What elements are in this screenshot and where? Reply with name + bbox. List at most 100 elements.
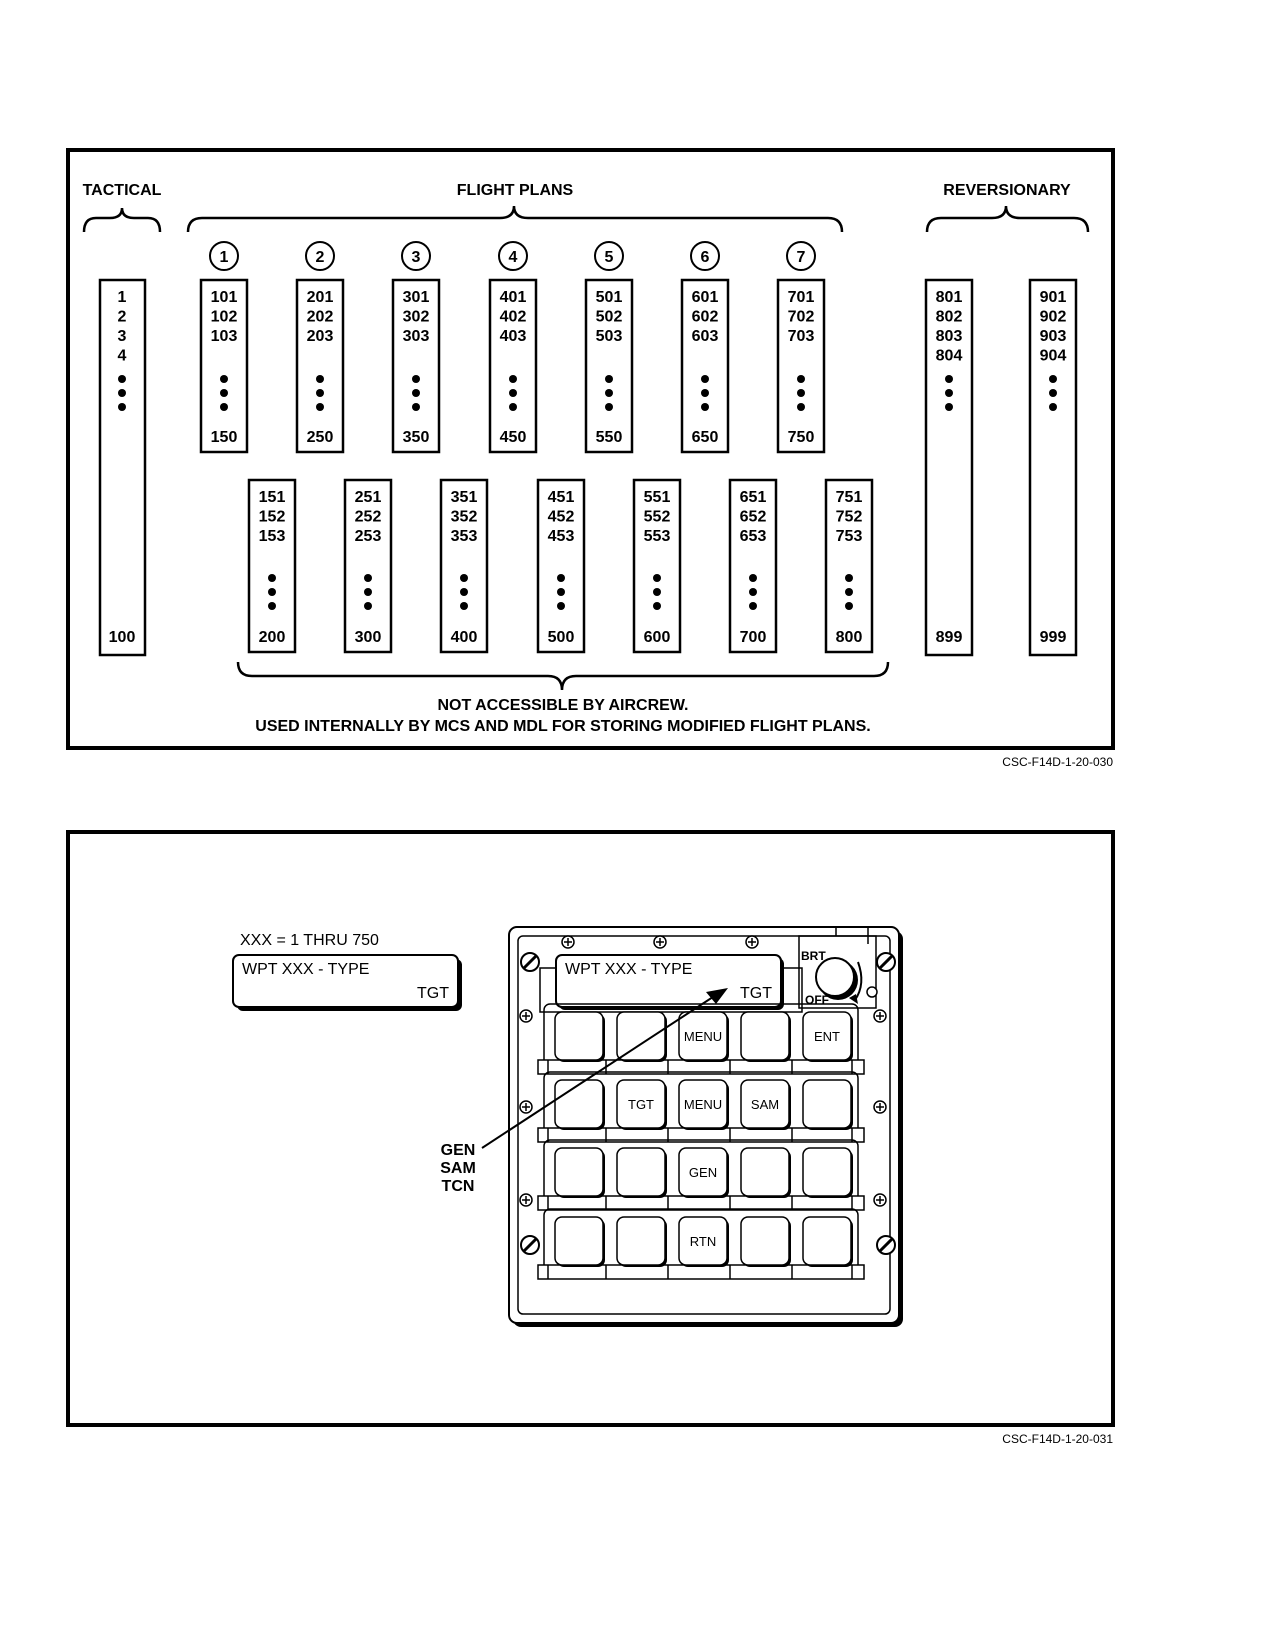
plan-4-upper-column-dot-2 — [509, 389, 517, 397]
plan-4-lower-column-entry-2: 452 — [548, 509, 575, 526]
key-blank-r4c1[interactable] — [554, 1216, 605, 1267]
brightness-arrowhead-icon — [849, 994, 858, 1004]
plan-4-upper-column-entry-3: 403 — [500, 328, 527, 345]
callout-arrowhead-icon — [706, 988, 728, 1004]
plan-7-upper-column-dot-2 — [797, 389, 805, 397]
corner-screw-top-right — [876, 952, 896, 972]
corner-screw-bottom-right — [876, 1235, 896, 1255]
panel-side-screws — [519, 1009, 887, 1207]
flight-plans-brace — [186, 205, 844, 233]
corner-screw-bottom-left — [520, 1235, 540, 1255]
tactical-entry-last: 100 — [109, 629, 136, 646]
plan-3-upper-column-box — [391, 278, 441, 454]
key-ent-r1-label: ENT — [814, 1029, 840, 1044]
plan-1-upper-column-entry-2: 102 — [211, 309, 238, 326]
plan-6-lower-column-entry-2: 652 — [740, 509, 767, 526]
key-blank-r1c4[interactable] — [740, 1011, 791, 1062]
plan-3-lower-column-box — [439, 478, 489, 654]
key-menu-r2[interactable]: MENU — [678, 1079, 729, 1130]
plan-4-upper-column-entry-1: 401 — [500, 289, 527, 306]
panel-top-screws — [561, 935, 759, 949]
key-gen-r3[interactable]: GEN — [678, 1147, 729, 1198]
plan-3-upper-column-entry-2: 302 — [403, 309, 430, 326]
display-readout-line2: TGT — [417, 985, 449, 1002]
plan-3-lower-column-dot-3 — [460, 602, 468, 610]
plan-7-lower-column-entry-2: 752 — [836, 509, 863, 526]
plan-5-lower-column-entry-last: 600 — [644, 629, 671, 646]
top-screw-3-icon — [745, 935, 759, 949]
plan-3-circle — [401, 241, 431, 271]
plan-3-lower-column-entry-last: 400 — [451, 629, 478, 646]
plan-1-lower-column-box — [247, 478, 297, 654]
reversionary-column-1-entry-last: 899 — [936, 629, 963, 646]
plan-3-upper-column-dot-1 — [412, 375, 420, 383]
key-ent-r1[interactable]: ENT — [802, 1011, 853, 1062]
plan-3-lower-column-dot-1 — [460, 574, 468, 582]
reversionary-column-2-dot-2 — [1049, 389, 1057, 397]
figure2-id: CSC-F14D-1-20-031 — [1002, 1432, 1113, 1446]
reversionary-column-2-dot-3 — [1049, 403, 1057, 411]
key-blank-r3c2[interactable] — [616, 1147, 667, 1198]
plan-6-lower-column-entry-1: 651 — [740, 489, 767, 506]
panel-display — [555, 954, 782, 1008]
tactical-dot-1 — [118, 375, 126, 383]
key-menu-r1[interactable]: MENU — [678, 1011, 729, 1062]
plan-5-upper-column-dot-1 — [605, 375, 613, 383]
key-blank-r3c1[interactable] — [554, 1147, 605, 1198]
plan-1-upper-column-dot-1 — [220, 375, 228, 383]
plan-2-lower-column-dot-1 — [364, 574, 372, 582]
key-blank-r3c4[interactable] — [740, 1147, 791, 1198]
key-blank-r4c2[interactable] — [616, 1216, 667, 1267]
key-tgt-r2[interactable]: TGT — [616, 1079, 667, 1130]
reversionary-brace — [925, 205, 1090, 233]
key-blank-r3c5[interactable] — [802, 1147, 853, 1198]
plan-2-upper-column-dot-1 — [316, 375, 324, 383]
top-screw-1-icon — [561, 935, 575, 949]
plan-1-upper-column-box — [199, 278, 249, 454]
plan-6-lower-column-dot-1 — [749, 574, 757, 582]
plan-5-upper-column-entry-1: 501 — [596, 289, 623, 306]
plan-3-upper-column-entry-last: 350 — [403, 429, 430, 446]
display-readout-line1: WPT XXX - TYPE — [242, 961, 369, 978]
plan-6-upper-column-entry-2: 602 — [692, 309, 719, 326]
key-blank-r1c1[interactable] — [554, 1011, 605, 1062]
reversionary-column-1-entry-2: 802 — [936, 309, 963, 326]
brightness-knob[interactable] — [815, 957, 855, 997]
key-gen-r3-label: GEN — [689, 1165, 717, 1180]
range-note: XXX = 1 THRU 750 — [240, 932, 379, 949]
plan-5-lower-column-dot-1 — [653, 574, 661, 582]
plan-4-number: 4 — [509, 249, 518, 266]
key-blank-r4c5[interactable] — [802, 1216, 853, 1267]
key-blank-r2c1[interactable] — [554, 1079, 605, 1130]
key-blank-r2c5[interactable] — [802, 1079, 853, 1130]
callout-line-3: TCN — [442, 1178, 475, 1195]
plan-7-lower-column-box — [824, 478, 874, 654]
plan-2-lower-column-entry-3: 253 — [355, 528, 382, 545]
key-sam-r2[interactable]: SAM — [740, 1079, 791, 1130]
tactical-entry-1: 1 — [118, 289, 127, 306]
plan-4-lower-column-entry-1: 451 — [548, 489, 575, 506]
plan-7-upper-column-entry-1: 701 — [788, 289, 815, 306]
plan-5-lower-column-entry-3: 553 — [644, 528, 671, 545]
plan-5-lower-column-entry-2: 552 — [644, 509, 671, 526]
plan-1-upper-column-dot-2 — [220, 389, 228, 397]
wpt-type-display-figure: XXX = 1 THRU 750 WPT XXX - TYPE TGT — [66, 830, 1115, 1446]
key-blank-r4c4[interactable] — [740, 1216, 791, 1267]
key-rtn-r4[interactable]: RTN — [678, 1216, 729, 1267]
plan-4-upper-column-entry-last: 450 — [500, 429, 527, 446]
